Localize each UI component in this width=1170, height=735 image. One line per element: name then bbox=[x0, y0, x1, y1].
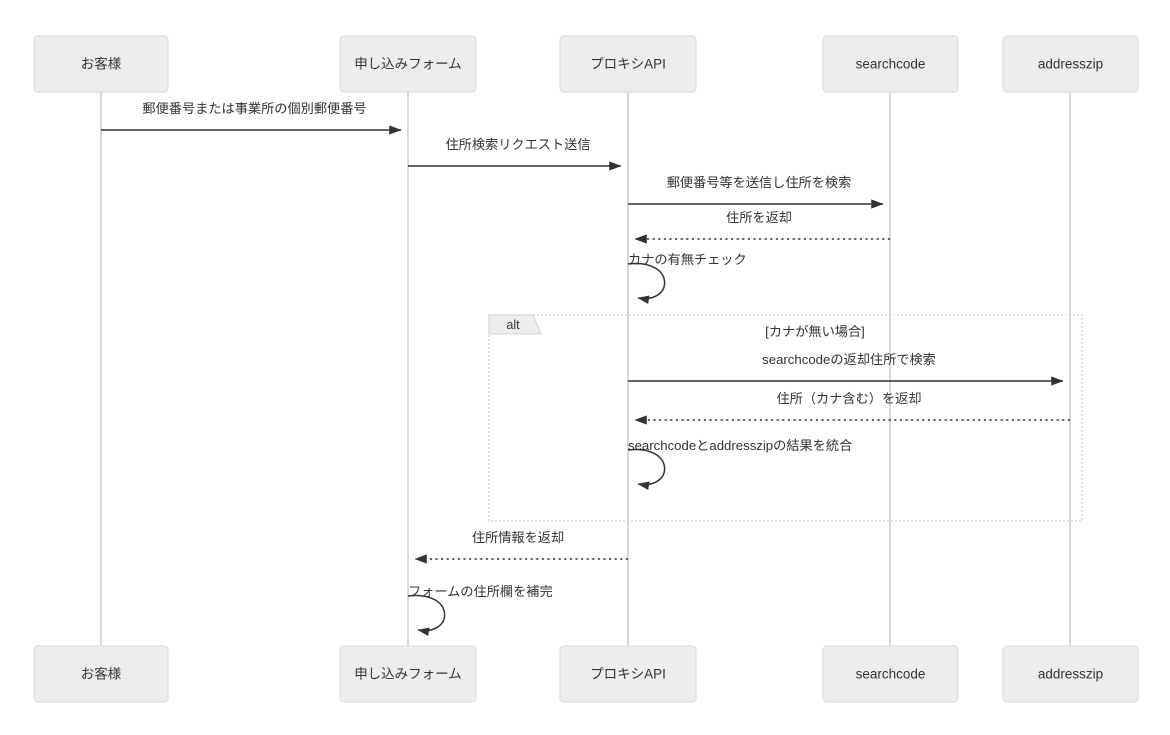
participant-proxy-bottom[interactable]: プロキシAPI bbox=[559, 645, 697, 703]
fragment-operator-label: alt bbox=[506, 318, 520, 332]
participant-searchcode-bottom[interactable]: searchcode bbox=[822, 645, 959, 703]
participants-top-group: お客様 申し込みフォーム プロキシAPI searchcode addresszip bbox=[33, 35, 1139, 93]
message-label: 住所を返却 bbox=[726, 210, 792, 225]
fragments-group: alt [カナが無い場合] bbox=[488, 314, 1083, 522]
message-label: searchcodeとaddresszipの結果を統合 bbox=[628, 438, 852, 453]
participant-label: searchcode bbox=[856, 57, 926, 72]
participant-addresszip-bottom[interactable]: addresszip bbox=[1002, 645, 1139, 703]
fragment-condition-label: [カナが無い場合] bbox=[765, 324, 865, 339]
message-label: 郵便番号等を送信し住所を検索 bbox=[667, 174, 852, 190]
participant-label: addresszip bbox=[1038, 667, 1103, 682]
participant-customer-bottom[interactable]: お客様 bbox=[33, 645, 169, 703]
message-m10: フォームの住所欄を補完 bbox=[407, 584, 553, 637]
participant-box[interactable] bbox=[33, 35, 169, 93]
message-label: フォームの住所欄を補完 bbox=[408, 584, 553, 599]
participant-searchcode-top[interactable]: searchcode bbox=[822, 35, 959, 93]
message-m2: 住所検索リクエスト送信 bbox=[408, 137, 622, 171]
participant-box[interactable] bbox=[339, 645, 477, 703]
participant-customer-top[interactable]: お客様 bbox=[33, 35, 169, 93]
participant-form-bottom[interactable]: 申し込みフォーム bbox=[339, 645, 477, 703]
message-m7: 住所（カナ含む）を返却 bbox=[634, 391, 1070, 425]
participant-box[interactable] bbox=[1002, 35, 1139, 93]
message-label: searchcodeの返却住所で検索 bbox=[762, 352, 936, 367]
participant-addresszip-top[interactable]: addresszip bbox=[1002, 35, 1139, 93]
participant-box[interactable] bbox=[33, 645, 169, 703]
participant-label: addresszip bbox=[1038, 57, 1103, 72]
participant-box[interactable] bbox=[822, 35, 959, 93]
message-m5: カナの有無チェック bbox=[627, 252, 747, 305]
message-self-loop bbox=[627, 262, 666, 305]
participants-bottom-group: お客様 申し込みフォーム プロキシAPI searchcode addresszip bbox=[33, 645, 1139, 703]
message-label: カナの有無チェック bbox=[628, 252, 747, 267]
participant-label: プロキシAPI bbox=[590, 57, 666, 72]
message-m6: searchcodeの返却住所で検索 bbox=[628, 352, 1064, 386]
message-label: 住所（カナ含む）を返却 bbox=[776, 391, 921, 406]
message-self-loop bbox=[627, 448, 666, 491]
participant-box[interactable] bbox=[339, 35, 477, 93]
participant-box[interactable] bbox=[559, 35, 697, 93]
participant-label: お客様 bbox=[81, 56, 122, 72]
message-self-loop bbox=[407, 594, 446, 637]
participant-label: searchcode bbox=[856, 667, 926, 682]
fragment-tab-alt bbox=[488, 314, 542, 335]
lifelines-group bbox=[100, 92, 1071, 646]
participant-label: プロキシAPI bbox=[590, 667, 666, 682]
participant-box[interactable] bbox=[559, 645, 697, 703]
participant-box[interactable] bbox=[822, 645, 959, 703]
messages-group: 郵便番号または事業所の個別郵便番号住所検索リクエスト送信郵便番号等を送信し住所を… bbox=[101, 101, 1070, 637]
participant-form-top[interactable]: 申し込みフォーム bbox=[339, 35, 477, 93]
message-m3: 郵便番号等を送信し住所を検索 bbox=[628, 174, 884, 209]
message-m9: 住所情報を返却 bbox=[414, 530, 628, 564]
participant-label: お客様 bbox=[81, 666, 122, 682]
participant-label: 申し込みフォーム bbox=[354, 667, 462, 682]
message-m4: 住所を返却 bbox=[634, 210, 890, 244]
message-label: 住所情報を返却 bbox=[472, 530, 564, 545]
message-label: 住所検索リクエスト送信 bbox=[445, 137, 590, 152]
message-label: 郵便番号または事業所の個別郵便番号 bbox=[142, 101, 366, 116]
participant-box[interactable] bbox=[1002, 645, 1139, 703]
fragment-outline-alt bbox=[488, 314, 1083, 522]
message-m8: searchcodeとaddresszipの結果を統合 bbox=[627, 438, 852, 491]
participant-label: 申し込みフォーム bbox=[354, 57, 462, 72]
participant-proxy-top[interactable]: プロキシAPI bbox=[559, 35, 697, 93]
message-m1: 郵便番号または事業所の個別郵便番号 bbox=[101, 101, 402, 135]
